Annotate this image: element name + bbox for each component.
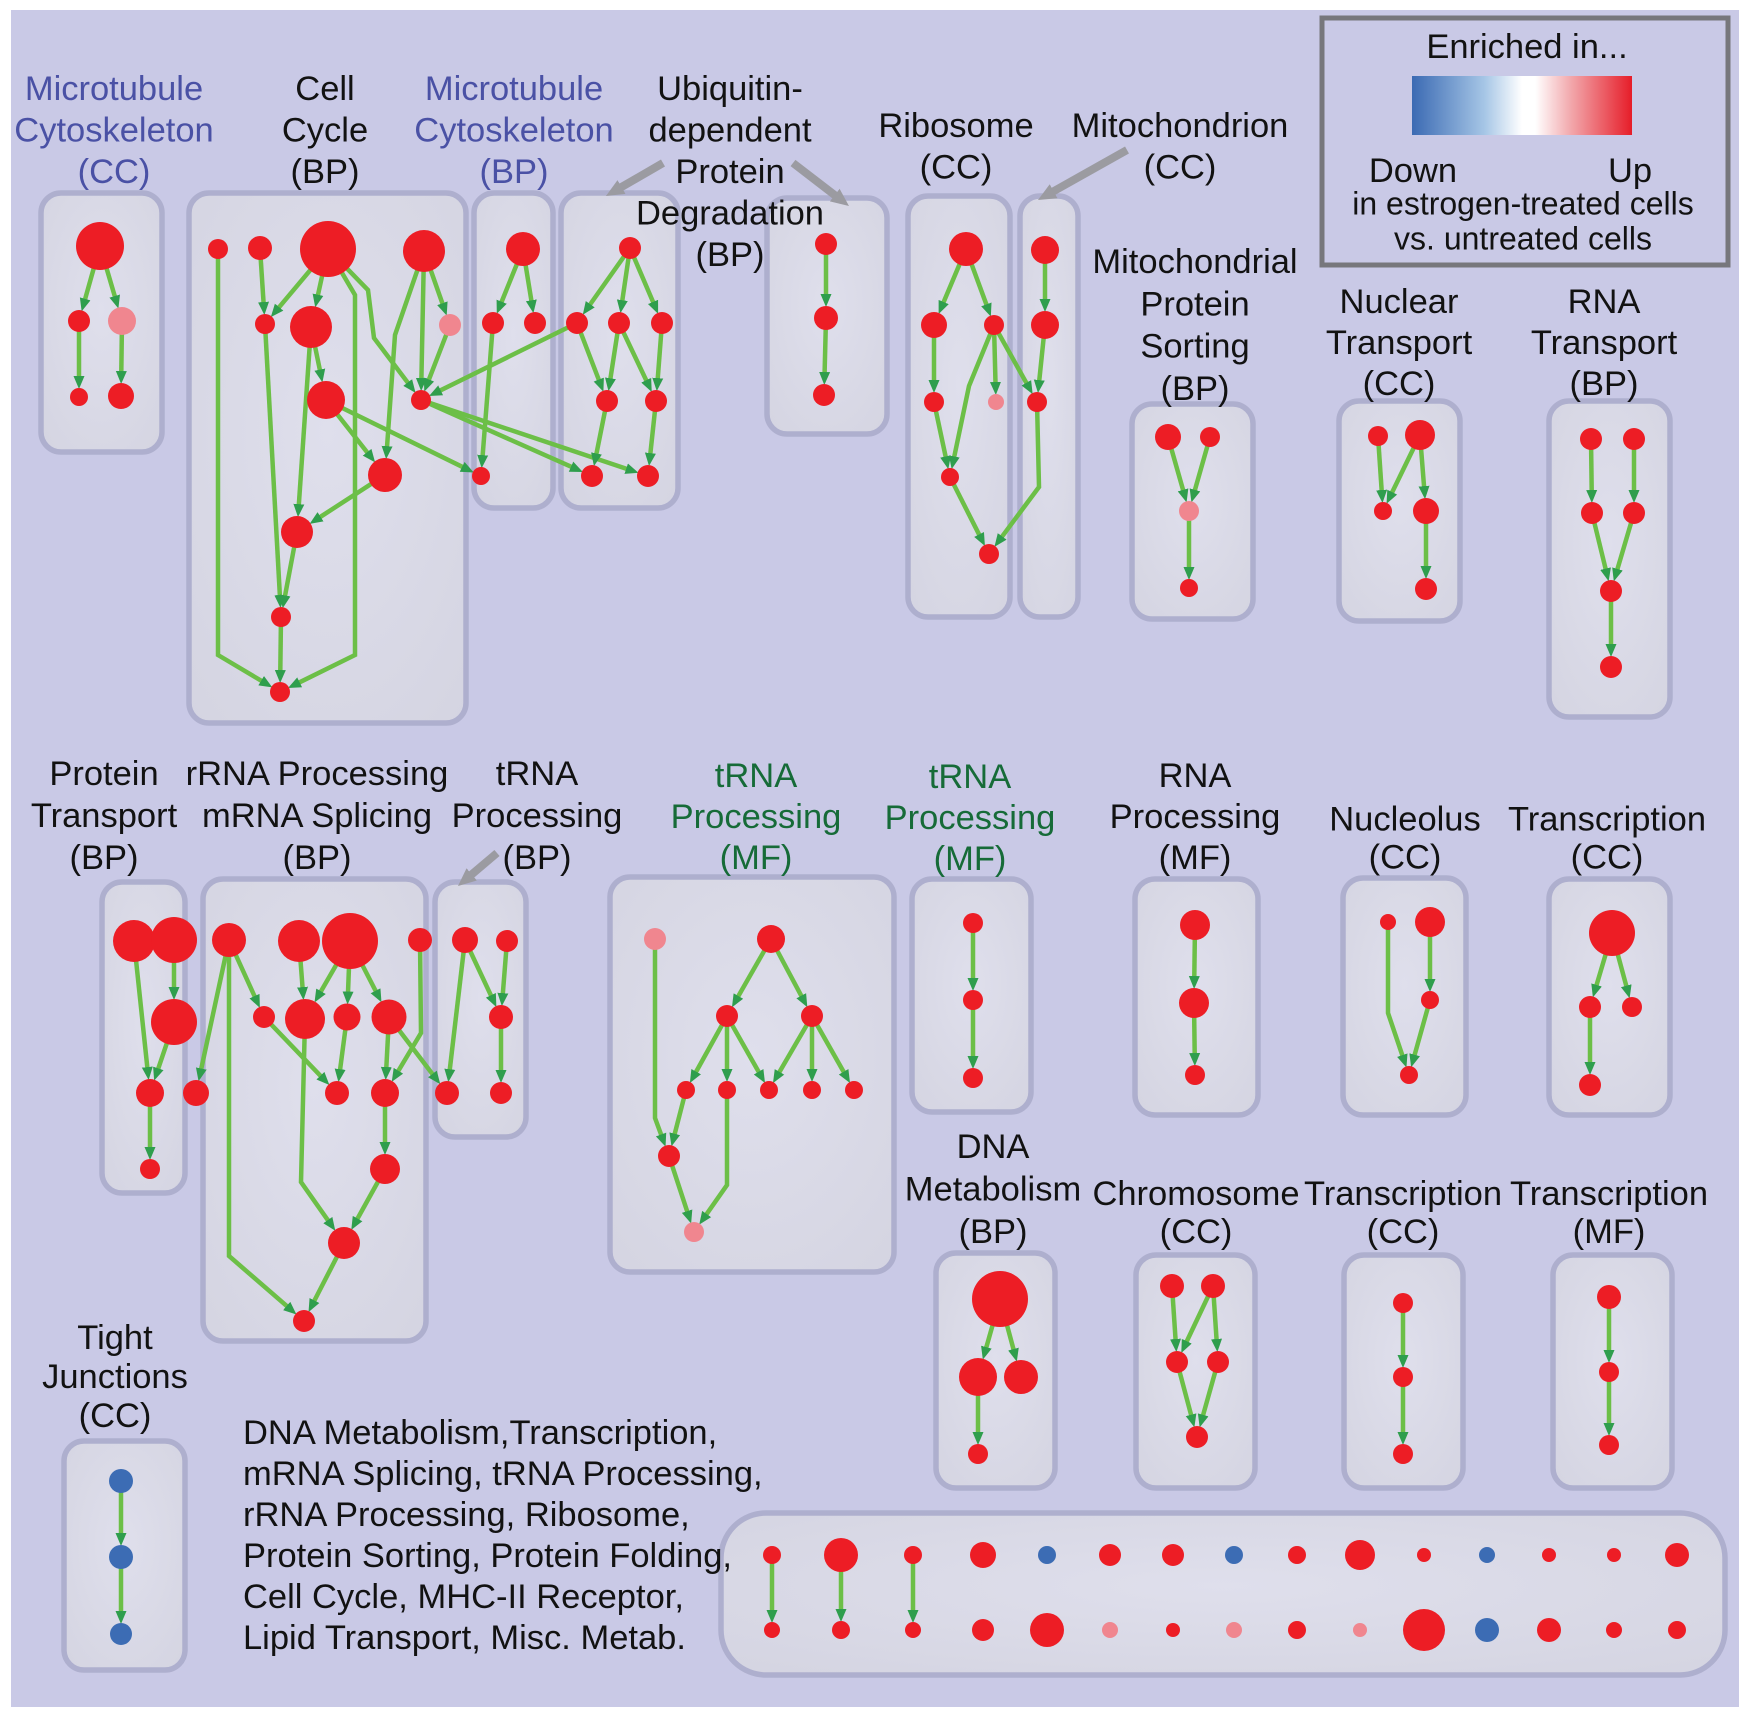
svg-text:Transport: Transport: [31, 797, 178, 835]
svg-text:Junctions: Junctions: [42, 1358, 188, 1396]
svg-text:Transcription: Transcription: [1304, 1175, 1502, 1213]
svg-text:(CC): (CC): [920, 149, 993, 187]
svg-text:(BP): (BP): [70, 839, 139, 877]
svg-text:Transport: Transport: [1326, 324, 1473, 362]
svg-text:Microtubule: Microtubule: [25, 70, 203, 108]
svg-text:(CC): (CC): [1571, 839, 1644, 877]
svg-text:Cytoskeleton: Cytoskeleton: [14, 112, 213, 150]
svg-text:Cell Cycle, MHC-II Receptor,: Cell Cycle, MHC-II Receptor,: [243, 1578, 684, 1616]
svg-text:rRNA Processing, Ribosome,: rRNA Processing, Ribosome,: [243, 1496, 690, 1534]
svg-text:Processing: Processing: [885, 799, 1056, 837]
svg-text:Mitochondrion: Mitochondrion: [1072, 107, 1289, 145]
svg-text:RNA: RNA: [1568, 283, 1641, 321]
svg-text:Mitochondrial: Mitochondrial: [1092, 243, 1297, 281]
svg-text:Protein: Protein: [675, 153, 784, 191]
svg-text:Enriched in...: Enriched in...: [1426, 28, 1627, 66]
svg-text:Cell: Cell: [295, 70, 354, 108]
svg-text:Cytoskeleton: Cytoskeleton: [414, 112, 613, 150]
svg-text:(MF): (MF): [1159, 839, 1232, 877]
svg-text:Ribosome: Ribosome: [878, 107, 1033, 145]
svg-text:Transport: Transport: [1531, 324, 1678, 362]
svg-text:(BP): (BP): [1161, 370, 1230, 408]
svg-text:Ubiquitin-: Ubiquitin-: [657, 70, 803, 108]
svg-text:DNA Metabolism,Transcription,: DNA Metabolism,Transcription,: [243, 1414, 717, 1452]
svg-text:(BP): (BP): [696, 236, 765, 274]
svg-text:dependent: dependent: [648, 112, 811, 150]
svg-text:tRNA: tRNA: [715, 757, 797, 795]
svg-text:(MF): (MF): [934, 840, 1007, 878]
svg-text:RNA: RNA: [1159, 757, 1232, 795]
svg-text:tRNA: tRNA: [496, 755, 578, 793]
svg-text:Processing: Processing: [671, 798, 842, 836]
svg-text:(BP): (BP): [503, 839, 572, 877]
svg-text:(CC): (CC): [78, 153, 151, 191]
svg-text:Transcription: Transcription: [1510, 1175, 1708, 1213]
svg-text:Nucleolus: Nucleolus: [1329, 801, 1481, 839]
svg-text:Cycle: Cycle: [282, 112, 368, 150]
svg-text:vs. untreated cells: vs. untreated cells: [1394, 221, 1652, 257]
svg-text:in estrogen-treated cells: in estrogen-treated cells: [1352, 186, 1694, 222]
svg-text:Protein Sorting, Protein Foldi: Protein Sorting, Protein Folding,: [243, 1537, 732, 1575]
svg-text:(MF): (MF): [720, 839, 793, 877]
svg-text:Degradation: Degradation: [636, 195, 824, 233]
svg-text:mRNA Splicing, tRNA Processing: mRNA Splicing, tRNA Processing,: [243, 1455, 763, 1493]
svg-text:Protein: Protein: [49, 755, 158, 793]
svg-text:(BP): (BP): [959, 1213, 1028, 1251]
svg-text:(CC): (CC): [1367, 1213, 1440, 1251]
svg-text:Protein: Protein: [1140, 285, 1249, 323]
svg-text:(CC): (CC): [1144, 149, 1217, 187]
svg-text:(CC): (CC): [1160, 1213, 1233, 1251]
svg-text:Sorting: Sorting: [1140, 328, 1249, 366]
svg-text:(BP): (BP): [480, 153, 549, 191]
svg-text:Chromosome: Chromosome: [1092, 1175, 1299, 1213]
svg-text:mRNA Splicing: mRNA Splicing: [202, 797, 432, 835]
svg-text:(BP): (BP): [291, 153, 360, 191]
svg-text:tRNA: tRNA: [929, 758, 1011, 796]
svg-text:Up: Up: [1608, 152, 1652, 190]
svg-text:Microtubule: Microtubule: [425, 70, 603, 108]
svg-text:Lipid Transport, Misc. Metab.: Lipid Transport, Misc. Metab.: [243, 1619, 686, 1657]
svg-text:rRNA Processing: rRNA Processing: [186, 755, 449, 793]
svg-text:Tight: Tight: [77, 1319, 153, 1357]
svg-text:(MF): (MF): [1573, 1213, 1646, 1251]
svg-text:(BP): (BP): [1570, 365, 1639, 403]
svg-text:Metabolism: Metabolism: [905, 1171, 1081, 1209]
svg-text:(CC): (CC): [1363, 365, 1436, 403]
svg-text:Transcription: Transcription: [1508, 801, 1706, 839]
svg-text:(BP): (BP): [283, 839, 352, 877]
svg-text:(CC): (CC): [79, 1397, 152, 1435]
svg-text:Processing: Processing: [452, 797, 623, 835]
svg-text:Nuclear: Nuclear: [1340, 283, 1459, 321]
svg-text:DNA: DNA: [957, 1128, 1030, 1166]
svg-text:(CC): (CC): [1369, 839, 1442, 877]
svg-text:Processing: Processing: [1110, 798, 1281, 836]
svg-text:Down: Down: [1369, 152, 1457, 190]
